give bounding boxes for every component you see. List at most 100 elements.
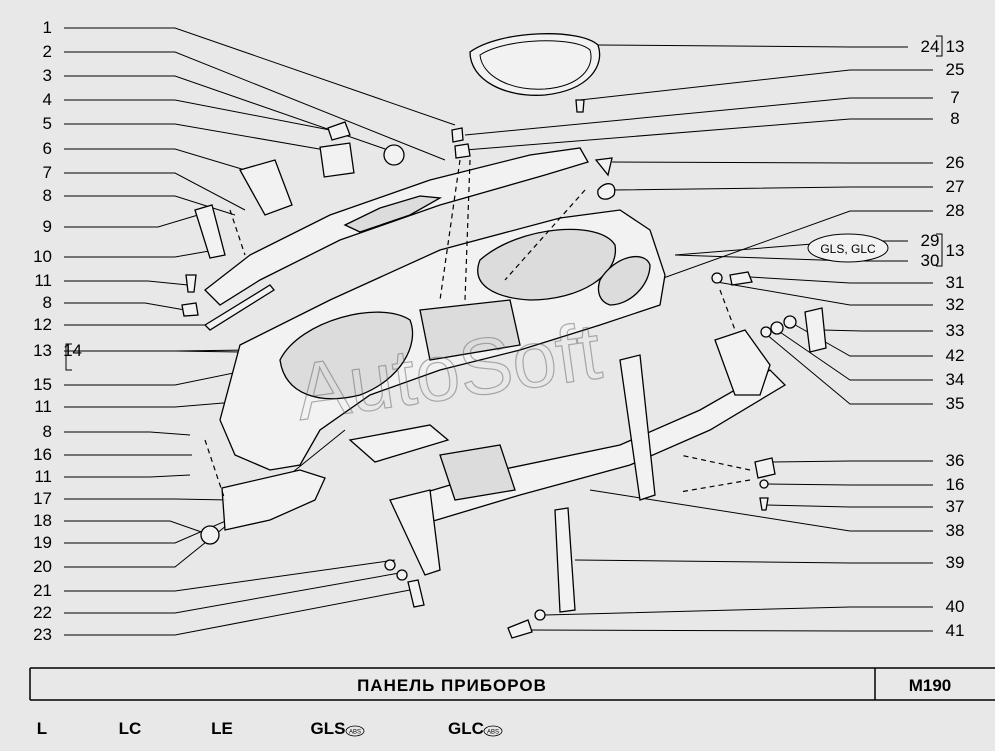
callout-left-21: 17 (33, 489, 52, 508)
callout-left-12: 8 (43, 293, 52, 312)
washer-16-part (759, 479, 769, 489)
leader-right-22 (574, 559, 933, 564)
washer-40-part (534, 609, 546, 621)
leader-left-5 (64, 123, 326, 151)
abs-badge-gls (345, 725, 365, 737)
clip-18-part (200, 525, 220, 545)
callout-right-19: 16 (946, 475, 965, 494)
callout-right-4: 7 (950, 88, 959, 107)
callout-left-23: 19 (33, 533, 52, 552)
callout-right-13: 32 (946, 295, 965, 314)
bracket-29-30-13-right (936, 233, 943, 267)
leader-right-16 (776, 329, 933, 381)
washer-21-part (384, 559, 396, 571)
callout-left-10: 10 (33, 247, 52, 266)
bracket-13-14-left (65, 343, 72, 371)
callout-right-3: 25 (946, 60, 965, 79)
assembly-arrow-3 (504, 189, 586, 281)
callout-right-14: 33 (946, 321, 965, 340)
cover-6-part (239, 159, 293, 216)
callout-left-20: 11 (34, 467, 52, 486)
beam-left-bracket (389, 489, 441, 576)
callout-left-5: 5 (43, 114, 52, 133)
washer-35-part (760, 326, 772, 338)
assembly-arrow-7 (229, 209, 246, 256)
callout-left-3: 3 (43, 66, 52, 85)
trim-le: LE (211, 719, 233, 738)
page-code: M190 (909, 676, 952, 695)
trim-gls: GLS (311, 719, 346, 738)
callout-left-9: 9 (43, 217, 52, 236)
leader-left-25 (64, 559, 396, 592)
callout-right-23: 40 (946, 597, 965, 616)
leader-left-8 (64, 195, 236, 216)
upper-pad-part (204, 147, 589, 306)
leader-right-12 (749, 276, 933, 284)
leader-left-3 (64, 75, 389, 151)
callout-left-16: 15 (33, 375, 52, 394)
leader-right-3 (579, 69, 933, 101)
trim-oval (807, 233, 889, 263)
leader-left-15 (94, 350, 241, 353)
bracket-4-part (327, 121, 351, 141)
callout-left-27: 23 (33, 625, 52, 644)
leader-left-18 (64, 431, 191, 436)
leader-right-21 (589, 489, 933, 532)
callout-left-8: 8 (43, 186, 52, 205)
upper-pad-vent (343, 195, 443, 233)
leader-right-17 (765, 333, 933, 405)
callout-right-20: 37 (946, 497, 965, 516)
callout-right-9: 29 (921, 231, 940, 250)
leader-right-19 (765, 483, 933, 486)
leader-left-22 (64, 520, 211, 536)
screw-37-part (759, 497, 769, 511)
leader-right-20 (765, 504, 933, 508)
callout-left-18: 8 (43, 422, 52, 441)
dashboard-side-vent (597, 256, 651, 306)
trim-l: L (37, 719, 47, 738)
callout-left-13: 12 (33, 315, 52, 334)
leader-lines (64, 27, 933, 636)
page-title: ПАНЕЛЬ ПРИБОРОВ (357, 676, 547, 695)
abs-badge-glc (483, 725, 503, 737)
callout-right-15: 42 (946, 346, 965, 365)
leader-left-6 (64, 148, 246, 171)
assembly-arrow-4 (719, 289, 736, 331)
callout-left-4: 4 (43, 90, 52, 109)
leader-left-1 (64, 27, 456, 126)
callout-right-24: 41 (946, 621, 965, 640)
bracket-33-part (804, 307, 827, 353)
callout-left-19: 16 (33, 445, 52, 464)
bolt-23-part (407, 579, 425, 608)
bracket-7-part (451, 127, 464, 143)
callout-left-7: 7 (43, 163, 52, 182)
bracket-9-part (194, 204, 226, 259)
clip-3-part (383, 144, 405, 166)
trim-glc: GLC (448, 719, 484, 738)
leader-right-4 (464, 97, 933, 136)
leader-right-7 (611, 186, 933, 191)
washer-34-part (770, 321, 784, 335)
callout-right-16: 34 (946, 370, 965, 389)
assembly-arrow-5 (679, 454, 751, 471)
leader-right-6 (611, 161, 933, 164)
leader-left-20 (64, 474, 191, 478)
callout-left-24: 20 (33, 557, 52, 576)
leader-right-8 (629, 210, 933, 291)
screw-25-part (575, 99, 585, 113)
vent-26-part (594, 157, 613, 177)
callout-left-15: 14 (63, 341, 82, 360)
leader-right-23 (544, 606, 933, 616)
callout-right-7: 27 (946, 177, 965, 196)
callout-right-2: 13 (946, 37, 965, 56)
callout-left-17: 11 (34, 397, 52, 416)
trim-oval-label: GLS, GLC (820, 242, 876, 256)
callout-left-11: 11 (34, 271, 52, 290)
top-pad-part (469, 33, 601, 96)
callout-right-17: 35 (946, 394, 965, 413)
assembly-arrow-1 (439, 159, 461, 301)
lower-left-cover-part (221, 469, 326, 531)
callout-right-1: 24 (921, 37, 940, 56)
